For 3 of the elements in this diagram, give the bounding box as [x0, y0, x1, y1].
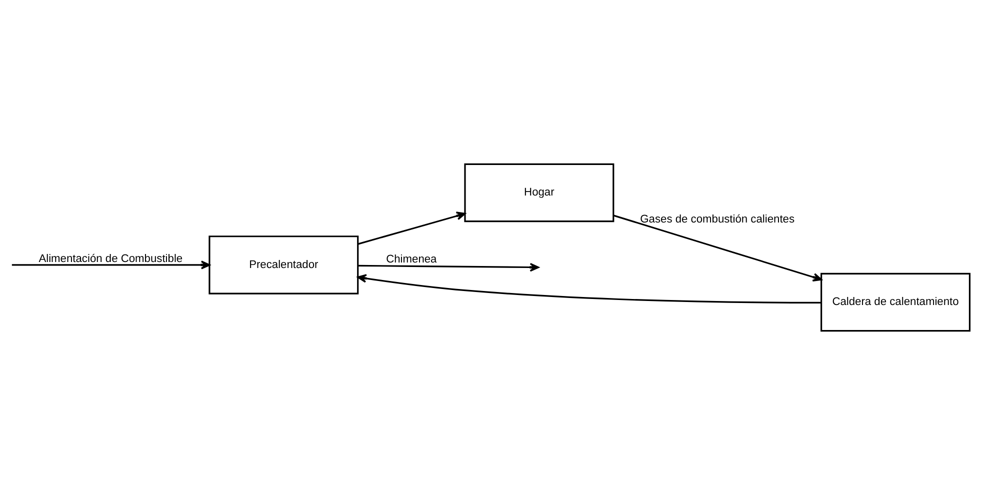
edge-label: Alimentación de Combustible: [38, 252, 183, 264]
edge-label: Gases de combustión calientes: [640, 212, 795, 225]
edge-label: Chimenea: [386, 253, 437, 266]
